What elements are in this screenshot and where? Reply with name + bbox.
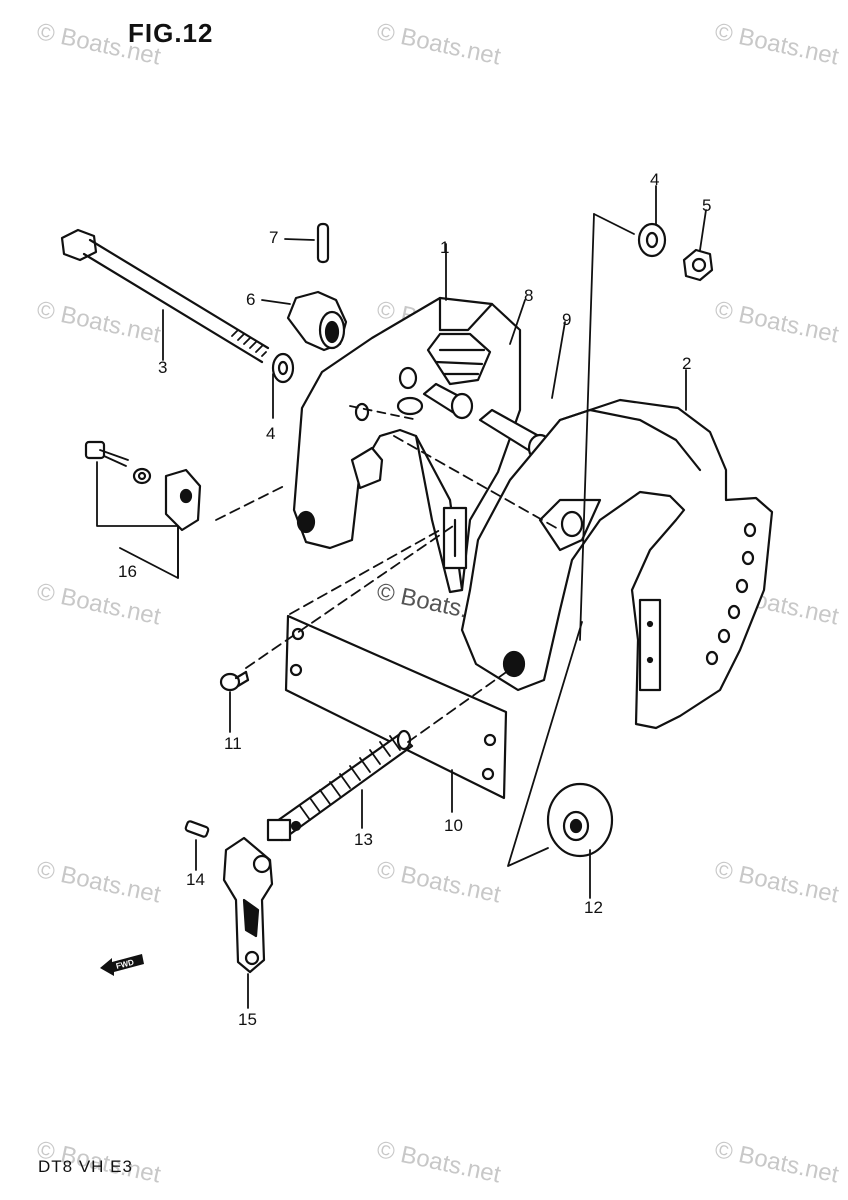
fwd-label: FWD	[115, 958, 135, 971]
callout-3: 3	[158, 358, 168, 377]
part-4-washer-right	[637, 222, 667, 258]
callout-6: 6	[246, 290, 256, 309]
model-code: DT8 VH E3	[38, 1157, 133, 1176]
callout-13: 13	[354, 830, 373, 849]
callout-9: 9	[562, 310, 572, 329]
part-13-clamp-screw	[266, 729, 414, 842]
fwd-arrow-icon: FWD	[98, 950, 148, 985]
callout-2: 2	[682, 354, 692, 373]
part-1-clamp-bracket	[292, 296, 522, 594]
figure-title: FIG.12	[128, 18, 214, 48]
callout-15: 15	[238, 1010, 257, 1029]
callout-12: 12	[584, 898, 603, 917]
callout-4-left: 4	[266, 424, 276, 443]
part-8-pin	[422, 382, 474, 420]
part-15-lever	[222, 836, 274, 974]
part-2-clamp-bracket	[460, 398, 774, 730]
callout-7: 7	[269, 228, 279, 247]
part-11-screw	[219, 670, 250, 692]
callout-4-top: 4	[650, 170, 660, 189]
part-12-pad	[546, 782, 614, 858]
part-3-bolt	[60, 228, 270, 364]
part-16-assembly	[84, 440, 202, 532]
callout-10: 10	[444, 816, 463, 835]
callout-11: 11	[224, 734, 242, 753]
part-10-plate	[284, 614, 508, 800]
part-7-pin	[316, 222, 330, 264]
callout-8: 8	[524, 286, 534, 305]
part-5-nut	[682, 248, 714, 282]
callout-1: 1	[440, 238, 450, 257]
callout-5: 5	[702, 196, 712, 215]
part-4-washer-left	[271, 352, 295, 384]
callout-14: 14	[186, 870, 205, 889]
part-6-bushing	[286, 290, 348, 352]
leader-lines	[96, 185, 707, 1009]
part-14-pin	[184, 820, 210, 838]
callout-16: 16	[118, 562, 137, 581]
